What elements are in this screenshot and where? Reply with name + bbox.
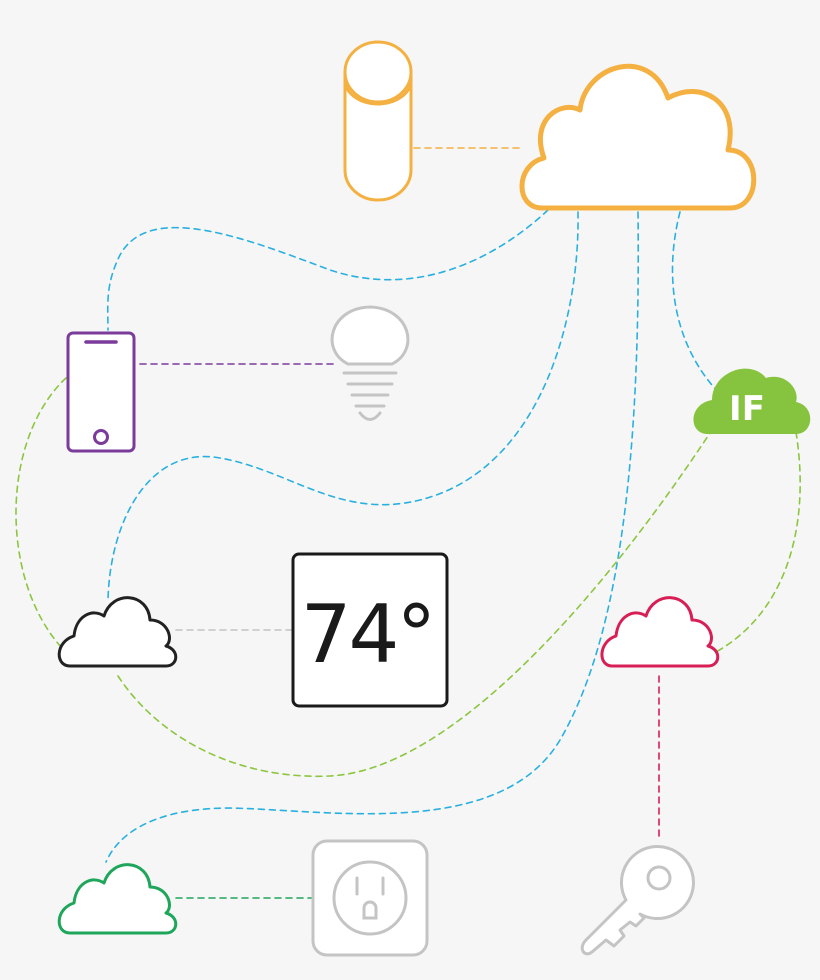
- if-cloud-label: IF: [729, 389, 765, 429]
- if-cloud-icon: IF: [693, 368, 811, 434]
- link-if-cloud-red-cloud: [715, 431, 801, 653]
- green-cloud-icon: [57, 863, 178, 935]
- red-cloud-icon: [600, 596, 720, 668]
- key-icon: [580, 845, 695, 956]
- smart-speaker-icon: [343, 40, 413, 202]
- link-phone-black-cloud: [15, 377, 67, 649]
- link-hub-if-cloud: [671, 211, 719, 393]
- hub-cloud-icon: [519, 63, 757, 211]
- power-outlet-icon: [311, 839, 429, 957]
- black-cloud-icon: [57, 596, 178, 668]
- thermostat-panel: 74°: [291, 552, 449, 708]
- link-hub-phone: [106, 209, 549, 331]
- thermostat-temperature: 74°: [301, 588, 434, 681]
- light-bulb-icon: [330, 305, 410, 421]
- link-black-cloud-if-cloud: [117, 429, 713, 778]
- smartphone-icon: [66, 331, 136, 453]
- link-hub-black-cloud: [107, 211, 579, 601]
